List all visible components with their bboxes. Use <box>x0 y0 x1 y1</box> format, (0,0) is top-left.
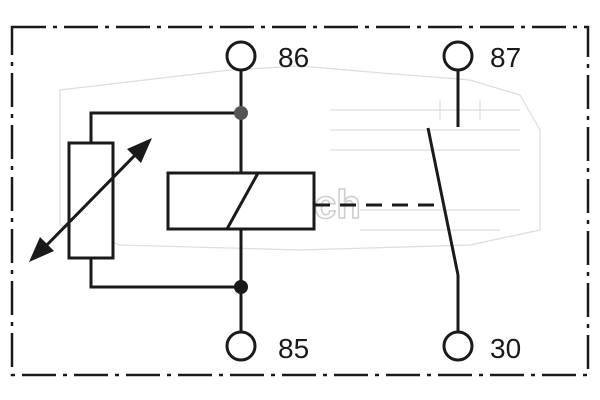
relay-coil-slash <box>225 172 260 230</box>
terminal-85-circle <box>225 330 257 362</box>
relay-coil <box>166 171 316 231</box>
arrow-head-bottom-left-icon <box>29 237 54 262</box>
terminal-87: 87 <box>442 40 521 73</box>
terminal-85-label: 85 <box>278 333 309 364</box>
terminal-30-circle <box>442 330 474 362</box>
switch-blade <box>426 127 460 276</box>
terminal-87-label: 87 <box>490 42 521 73</box>
watermark-car-outline <box>59 65 541 251</box>
terminal-86-circle <box>225 40 257 72</box>
junction-dot-bottom <box>234 280 248 294</box>
terminal-86: 86 <box>225 40 309 73</box>
terminal-87-circle <box>442 40 474 72</box>
junction-dot-top <box>234 106 248 120</box>
terminal-86-label: 86 <box>278 42 309 73</box>
relay-housing-border <box>10 25 590 377</box>
terminal-85: 85 <box>225 330 309 364</box>
terminal-30: 30 <box>442 330 521 364</box>
terminal-30-label: 30 <box>490 333 521 364</box>
wire-top-to-resistor <box>89 111 241 143</box>
variable-resistor-arrow-line <box>36 144 146 256</box>
wire-bottom-to-resistor <box>89 258 241 289</box>
arrow-head-top-right-icon <box>127 138 152 163</box>
